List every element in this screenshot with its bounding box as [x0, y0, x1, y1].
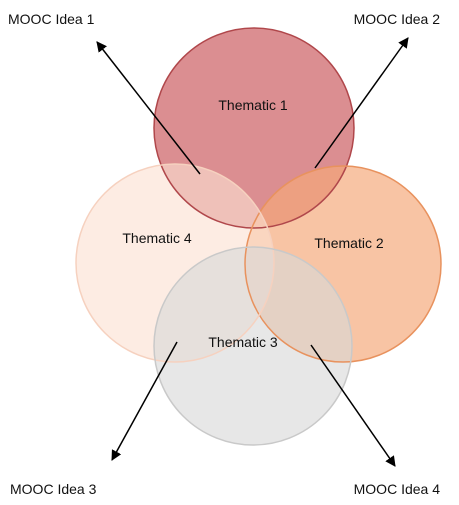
thematic-1-outline: [153, 27, 355, 229]
thematic-4-outline: [75, 163, 275, 363]
thematic-4-label: Thematic 4: [122, 230, 191, 246]
arrow-to-mooc-idea-4: [310, 344, 396, 467]
thematic-2-label: Thematic 2: [314, 235, 383, 251]
mooc-idea-4-label: MOOC Idea 4: [354, 481, 441, 497]
thematic-3-circle: [154, 247, 352, 445]
arrow-to-mooc-idea-3: [111, 341, 178, 461]
arrow-to-mooc-idea-2: [314, 37, 409, 169]
mooc-idea-3-label: MOOC Idea 3: [10, 481, 97, 497]
thematic-3-outline: [153, 246, 353, 446]
arrow-to-mooc-idea-1: [96, 41, 201, 175]
thematic-3-label: Thematic 3: [208, 334, 277, 350]
mooc-idea-1-label: MOOC Idea 1: [8, 11, 95, 27]
thematic-2-outline: [244, 165, 442, 363]
thematic-1-label: Thematic 1: [218, 97, 287, 113]
mooc-idea-2-label: MOOC Idea 2: [354, 11, 441, 27]
